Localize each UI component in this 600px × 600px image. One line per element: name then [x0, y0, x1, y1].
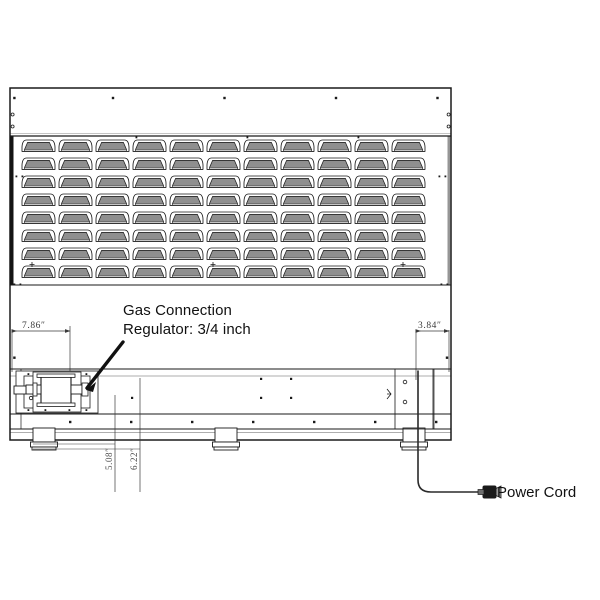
dimension-label-vertical-1: 5.08″ — [104, 448, 114, 471]
power-cord-label: Power Cord — [497, 484, 576, 501]
gas-connection-label-line2: Regulator: 3/4 inch — [123, 321, 251, 338]
dimension-label-right: 3.84″ — [418, 321, 442, 331]
dimension-right-3-84: 3.84″ — [415, 321, 450, 380]
power-cord-plug-icon — [477, 485, 502, 499]
dimension-label-left: 7.86″ — [22, 321, 46, 331]
power-cord-group: Power Cord — [386, 368, 576, 501]
dimension-vertical-group: 5.08″ 6.22″ — [33, 378, 141, 492]
leg-right — [400, 427, 428, 451]
power-cord-cable — [417, 370, 484, 493]
louver-panel-center-marks — [13, 136, 449, 286]
gas-connection-leader-line — [85, 340, 125, 390]
base-rail-fasteners — [69, 377, 438, 424]
top-band-fasteners — [13, 96, 439, 100]
gas-regulator-assembly — [13, 370, 99, 414]
gas-connection-callout: Gas Connection Regulator: 3/4 inch — [85, 302, 251, 392]
leg-center — [212, 427, 240, 451]
mid-panel-fasteners — [13, 356, 449, 359]
gas-connection-label-line1: Gas Connection — [123, 302, 232, 319]
leg-left — [30, 427, 58, 451]
cabinet-top-band — [10, 96, 451, 137]
levelling-legs — [30, 427, 428, 451]
power-cord-bracket — [386, 368, 434, 430]
gas-connection-arrowhead — [86, 382, 96, 392]
dimension-label-vertical-2: 6.22″ — [129, 448, 139, 471]
top-band-edge-marks — [10, 112, 451, 129]
